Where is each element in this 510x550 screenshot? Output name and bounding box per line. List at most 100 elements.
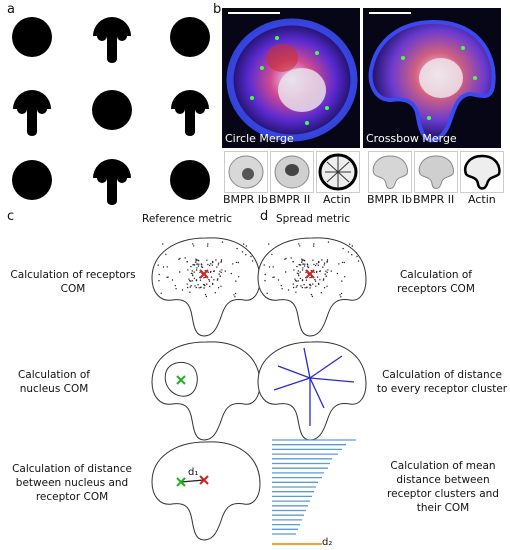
- receptor-dot: [315, 285, 317, 287]
- receptor-dot: [301, 260, 303, 262]
- crossbow-shape: [93, 159, 131, 205]
- receptor-dot: [236, 247, 238, 250]
- receptor-dot: [203, 287, 205, 289]
- receptor-dot: [312, 283, 314, 285]
- d1-line: [180, 479, 205, 483]
- receptor-dot: [304, 287, 306, 289]
- receptor-dot: [212, 270, 215, 272]
- receptor-dot: [165, 253, 167, 255]
- receptor-dot: [323, 278, 325, 280]
- receptor-dot: [357, 260, 360, 262]
- reference-receptors-cell: [151, 237, 261, 337]
- receptor-dot: [190, 272, 193, 274]
- receptor-dot: [277, 279, 280, 281]
- left-description-1: Calculation of receptors COM: [10, 269, 136, 295]
- receptor-dot: [296, 285, 298, 287]
- receptor-dot: [313, 271, 315, 273]
- receptor-dot: [316, 263, 318, 265]
- crossbow-actin-thumbnail: [460, 151, 504, 193]
- receptor-dot: [302, 267, 304, 269]
- com-marker: [305, 269, 315, 279]
- receptor-dot: [243, 243, 245, 245]
- receptor-dot: [178, 258, 180, 260]
- reference-distance-cell: [151, 441, 261, 541]
- receptor-dot: [338, 263, 340, 265]
- panel-label-c: c: [7, 209, 15, 224]
- receptor-dot: [342, 247, 344, 250]
- receptor-dot: [327, 269, 329, 271]
- distance-bars: [272, 439, 356, 545]
- receptor-dot: [166, 276, 168, 279]
- receptor-dot: [268, 266, 271, 268]
- receptor-dot: [317, 264, 319, 266]
- receptor-dot: [195, 269, 198, 271]
- receptor-dot: [206, 283, 208, 285]
- receptor-dot: [301, 258, 303, 260]
- receptor-dot: [306, 266, 309, 268]
- receptor-dot: [281, 288, 283, 290]
- com-marker: [199, 269, 209, 279]
- receptor-dot: [304, 263, 306, 265]
- receptor-dot: [356, 255, 358, 258]
- receptor-dot: [203, 277, 205, 279]
- crossbow-merge-image: Crossbow Merge: [363, 8, 501, 148]
- crossbow-shape: [171, 90, 209, 136]
- receptor-dot: [197, 284, 199, 286]
- receptor-dot: [186, 261, 188, 263]
- receptor-dot: [206, 245, 209, 247]
- receptor-dot: [290, 257, 292, 259]
- receptor-dot: [316, 270, 318, 273]
- receptor-dot: [211, 282, 214, 285]
- receptor-dot: [210, 276, 213, 278]
- receptor-dot: [162, 243, 164, 245]
- receptor-dot: [160, 292, 162, 294]
- receptor-dot: [266, 292, 268, 294]
- receptor-dot: [318, 270, 321, 272]
- receptor-dot: [224, 270, 226, 272]
- right-description-2: Calculation of distance to every recepto…: [376, 369, 508, 395]
- receptor-dot: [340, 296, 342, 298]
- receptor-dot: [198, 287, 200, 289]
- receptor-dot: [162, 266, 165, 268]
- receptor-dot: [234, 296, 236, 298]
- receptor-com-marker: [199, 475, 209, 485]
- receptor-dot: [292, 283, 294, 285]
- receptor-dot: [340, 292, 343, 295]
- receptor-dot: [207, 243, 209, 245]
- receptor-dot: [300, 285, 302, 287]
- receptor-dot: [326, 259, 329, 261]
- channel-label: BMPR II: [269, 193, 311, 206]
- receptor-dot: [214, 292, 216, 294]
- right-description-3: Calculation of mean distance between rec…: [387, 460, 499, 514]
- receptor-dot: [263, 264, 265, 266]
- receptor-dot: [323, 264, 325, 266]
- receptor-dot: [208, 264, 211, 267]
- receptor-dot: [209, 285, 211, 287]
- receptor-dot: [193, 245, 195, 247]
- receptor-dot: [195, 279, 198, 281]
- receptor-dot: [207, 271, 209, 273]
- receptor-dot: [212, 260, 214, 263]
- receptor-dot: [191, 280, 193, 282]
- receptor-dot: [307, 264, 309, 266]
- receptor-dot: [186, 283, 188, 285]
- receptor-dot: [297, 280, 299, 282]
- receptor-dot: [297, 273, 300, 275]
- panel-label-b: b: [213, 2, 222, 17]
- receptor-dot: [311, 295, 314, 298]
- receptor-dot: [190, 265, 192, 268]
- receptor-dot: [294, 278, 296, 280]
- panel-label-a: a: [7, 2, 15, 17]
- receptor-dot: [299, 264, 302, 266]
- receptor-dot: [299, 271, 301, 273]
- receptor-dot: [341, 280, 343, 282]
- receptor-dot: [272, 276, 274, 279]
- receptor-dot: [220, 259, 223, 261]
- receptor-dot: [221, 269, 223, 271]
- receptor-dot: [171, 279, 174, 281]
- receptor-dot: [285, 271, 287, 273]
- receptor-dot: [195, 261, 197, 263]
- receptor-dot: [158, 280, 160, 282]
- receptor-dot: [215, 259, 217, 261]
- scale-bar: [369, 12, 411, 14]
